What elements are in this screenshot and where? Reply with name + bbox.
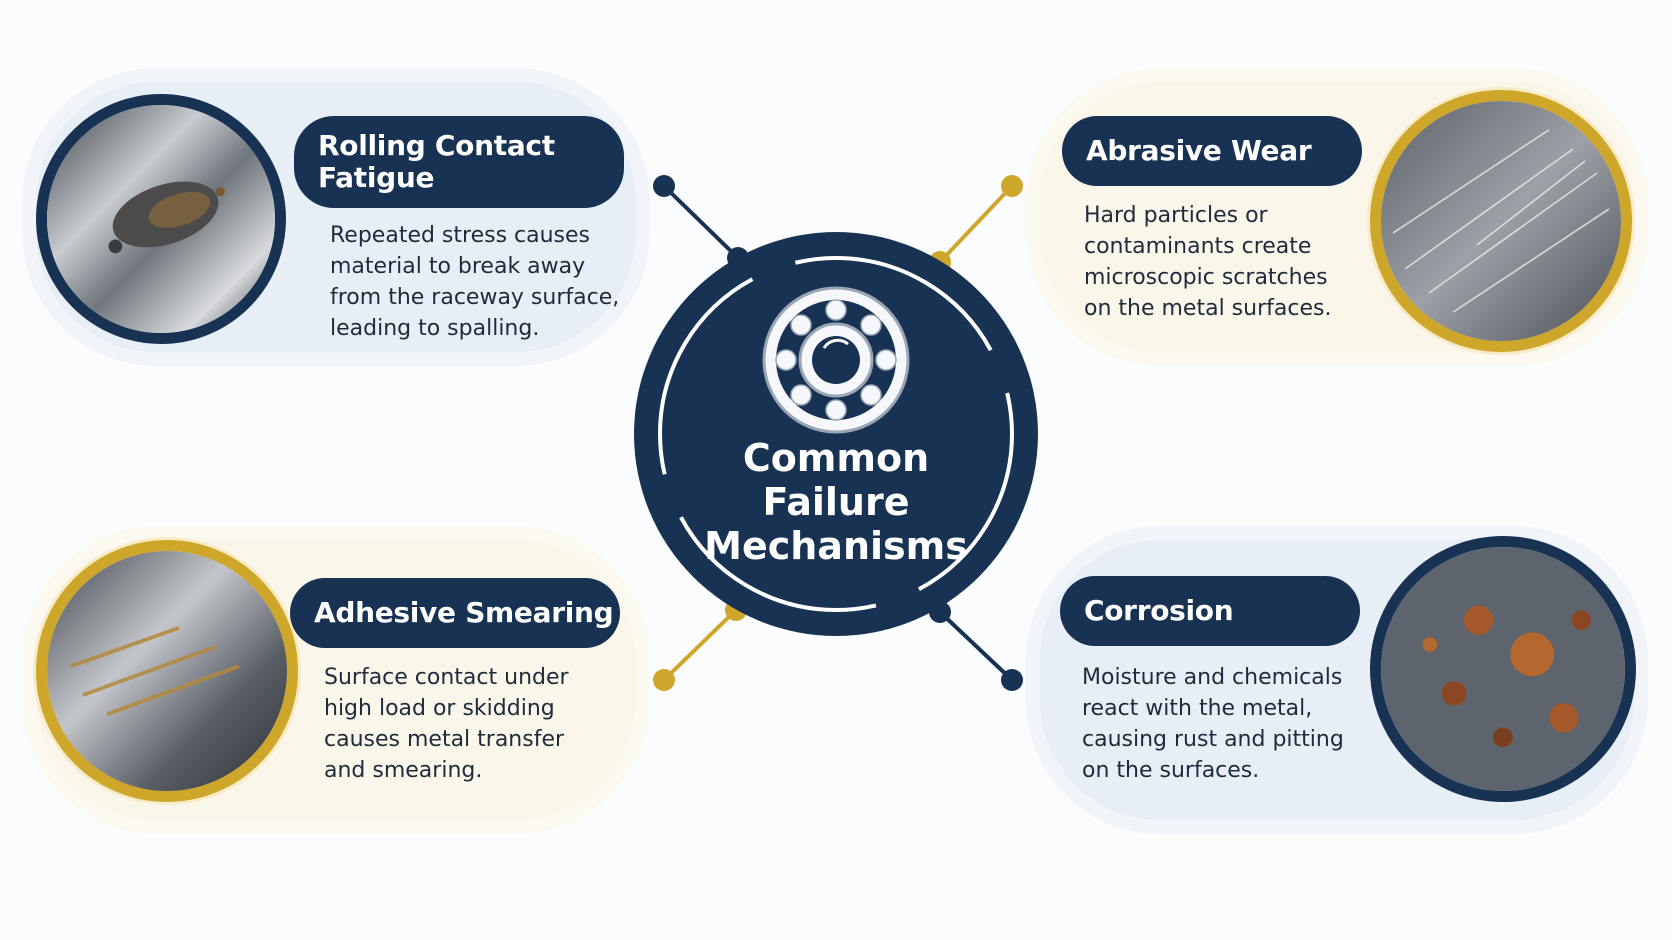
- connector-top-left: [662, 184, 740, 260]
- connector-dot: [1001, 669, 1023, 691]
- scratched-metal-photo: [1370, 90, 1632, 352]
- connector-bottom-right: [938, 610, 1014, 682]
- mechanism-title-corrosion: Corrosion: [1060, 576, 1360, 646]
- mechanism-title-rolling-contact-fatigue: Rolling Contact Fatigue: [294, 116, 624, 208]
- mechanism-title-text: Abrasive Wear: [1086, 133, 1312, 167]
- mechanism-title-abrasive-wear: Abrasive Wear: [1062, 116, 1362, 186]
- connector-dot: [653, 669, 675, 691]
- connector-bottom-left: [662, 608, 738, 682]
- mechanism-description-rolling-contact-fatigue: Repeated stress causes material to break…: [330, 223, 620, 341]
- connector-dot: [653, 175, 675, 197]
- center-hub-ring: [658, 256, 1014, 612]
- rusted-metal-photo: [1370, 536, 1636, 802]
- mechanism-description-abrasive-wear: Hard particles or contaminants create mi…: [1084, 203, 1332, 321]
- mechanism-description-corrosion: Moisture and chemicals react with the me…: [1082, 665, 1344, 783]
- mechanism-title-adhesive-smearing: Adhesive Smearing: [290, 578, 620, 648]
- mechanism-title-text: Adhesive Smearing: [314, 595, 614, 629]
- connector-top-right: [938, 184, 1014, 264]
- mechanism-title-text: Corrosion: [1084, 593, 1234, 627]
- spalled-raceway-photo: [36, 94, 286, 344]
- mechanism-title-text: Rolling Contact Fatigue: [318, 128, 555, 194]
- smeared-metal-photo: [36, 540, 298, 802]
- ball-bearing-icon: [762, 286, 910, 434]
- center-title: Common Failure Mechanisms: [704, 436, 968, 568]
- mechanism-description-adhesive-smearing: Surface contact under high load or skidd…: [324, 665, 569, 783]
- connector-dot: [1001, 175, 1023, 197]
